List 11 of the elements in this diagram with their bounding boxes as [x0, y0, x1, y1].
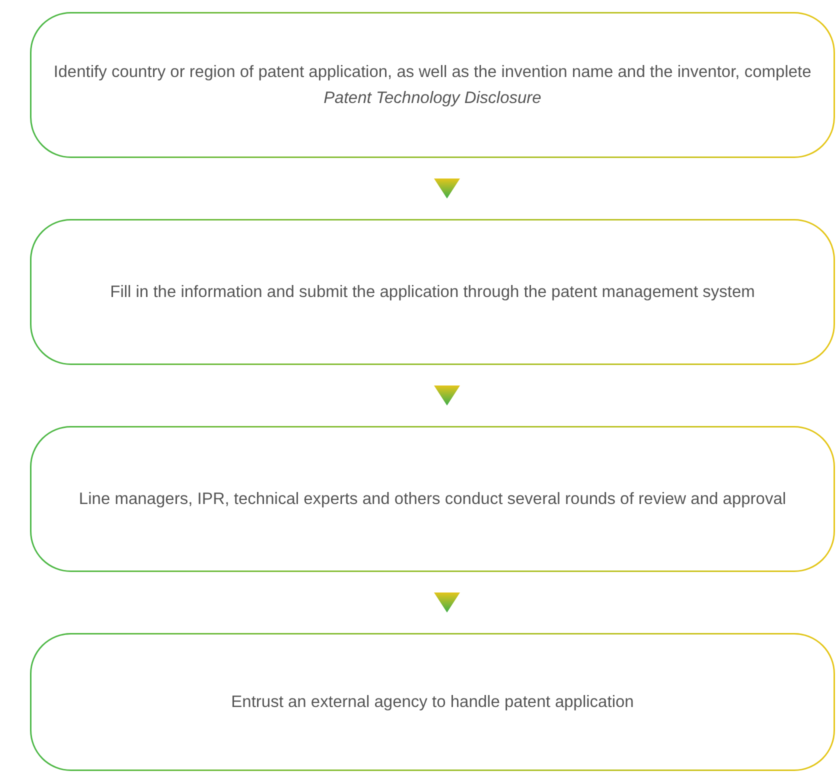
process-box [30, 219, 835, 365]
step-text: Identify country or region of patent application, as well as the invention name and the inventor, complete Patent Technology Disclosure [52, 62, 812, 109]
step-text: Line managers, IPR, technical experts and others conduct several rounds of review and approval [78, 489, 786, 510]
process-box [30, 633, 835, 771]
process-box [30, 12, 835, 158]
process-box [30, 426, 835, 572]
arrow [434, 386, 460, 406]
step-text: Fill in the information and submit the application through the patent management system [110, 282, 755, 303]
arrow [434, 592, 460, 612]
step-text: Entrust an external agency to handle patent application [231, 692, 634, 713]
arrow [434, 178, 460, 198]
